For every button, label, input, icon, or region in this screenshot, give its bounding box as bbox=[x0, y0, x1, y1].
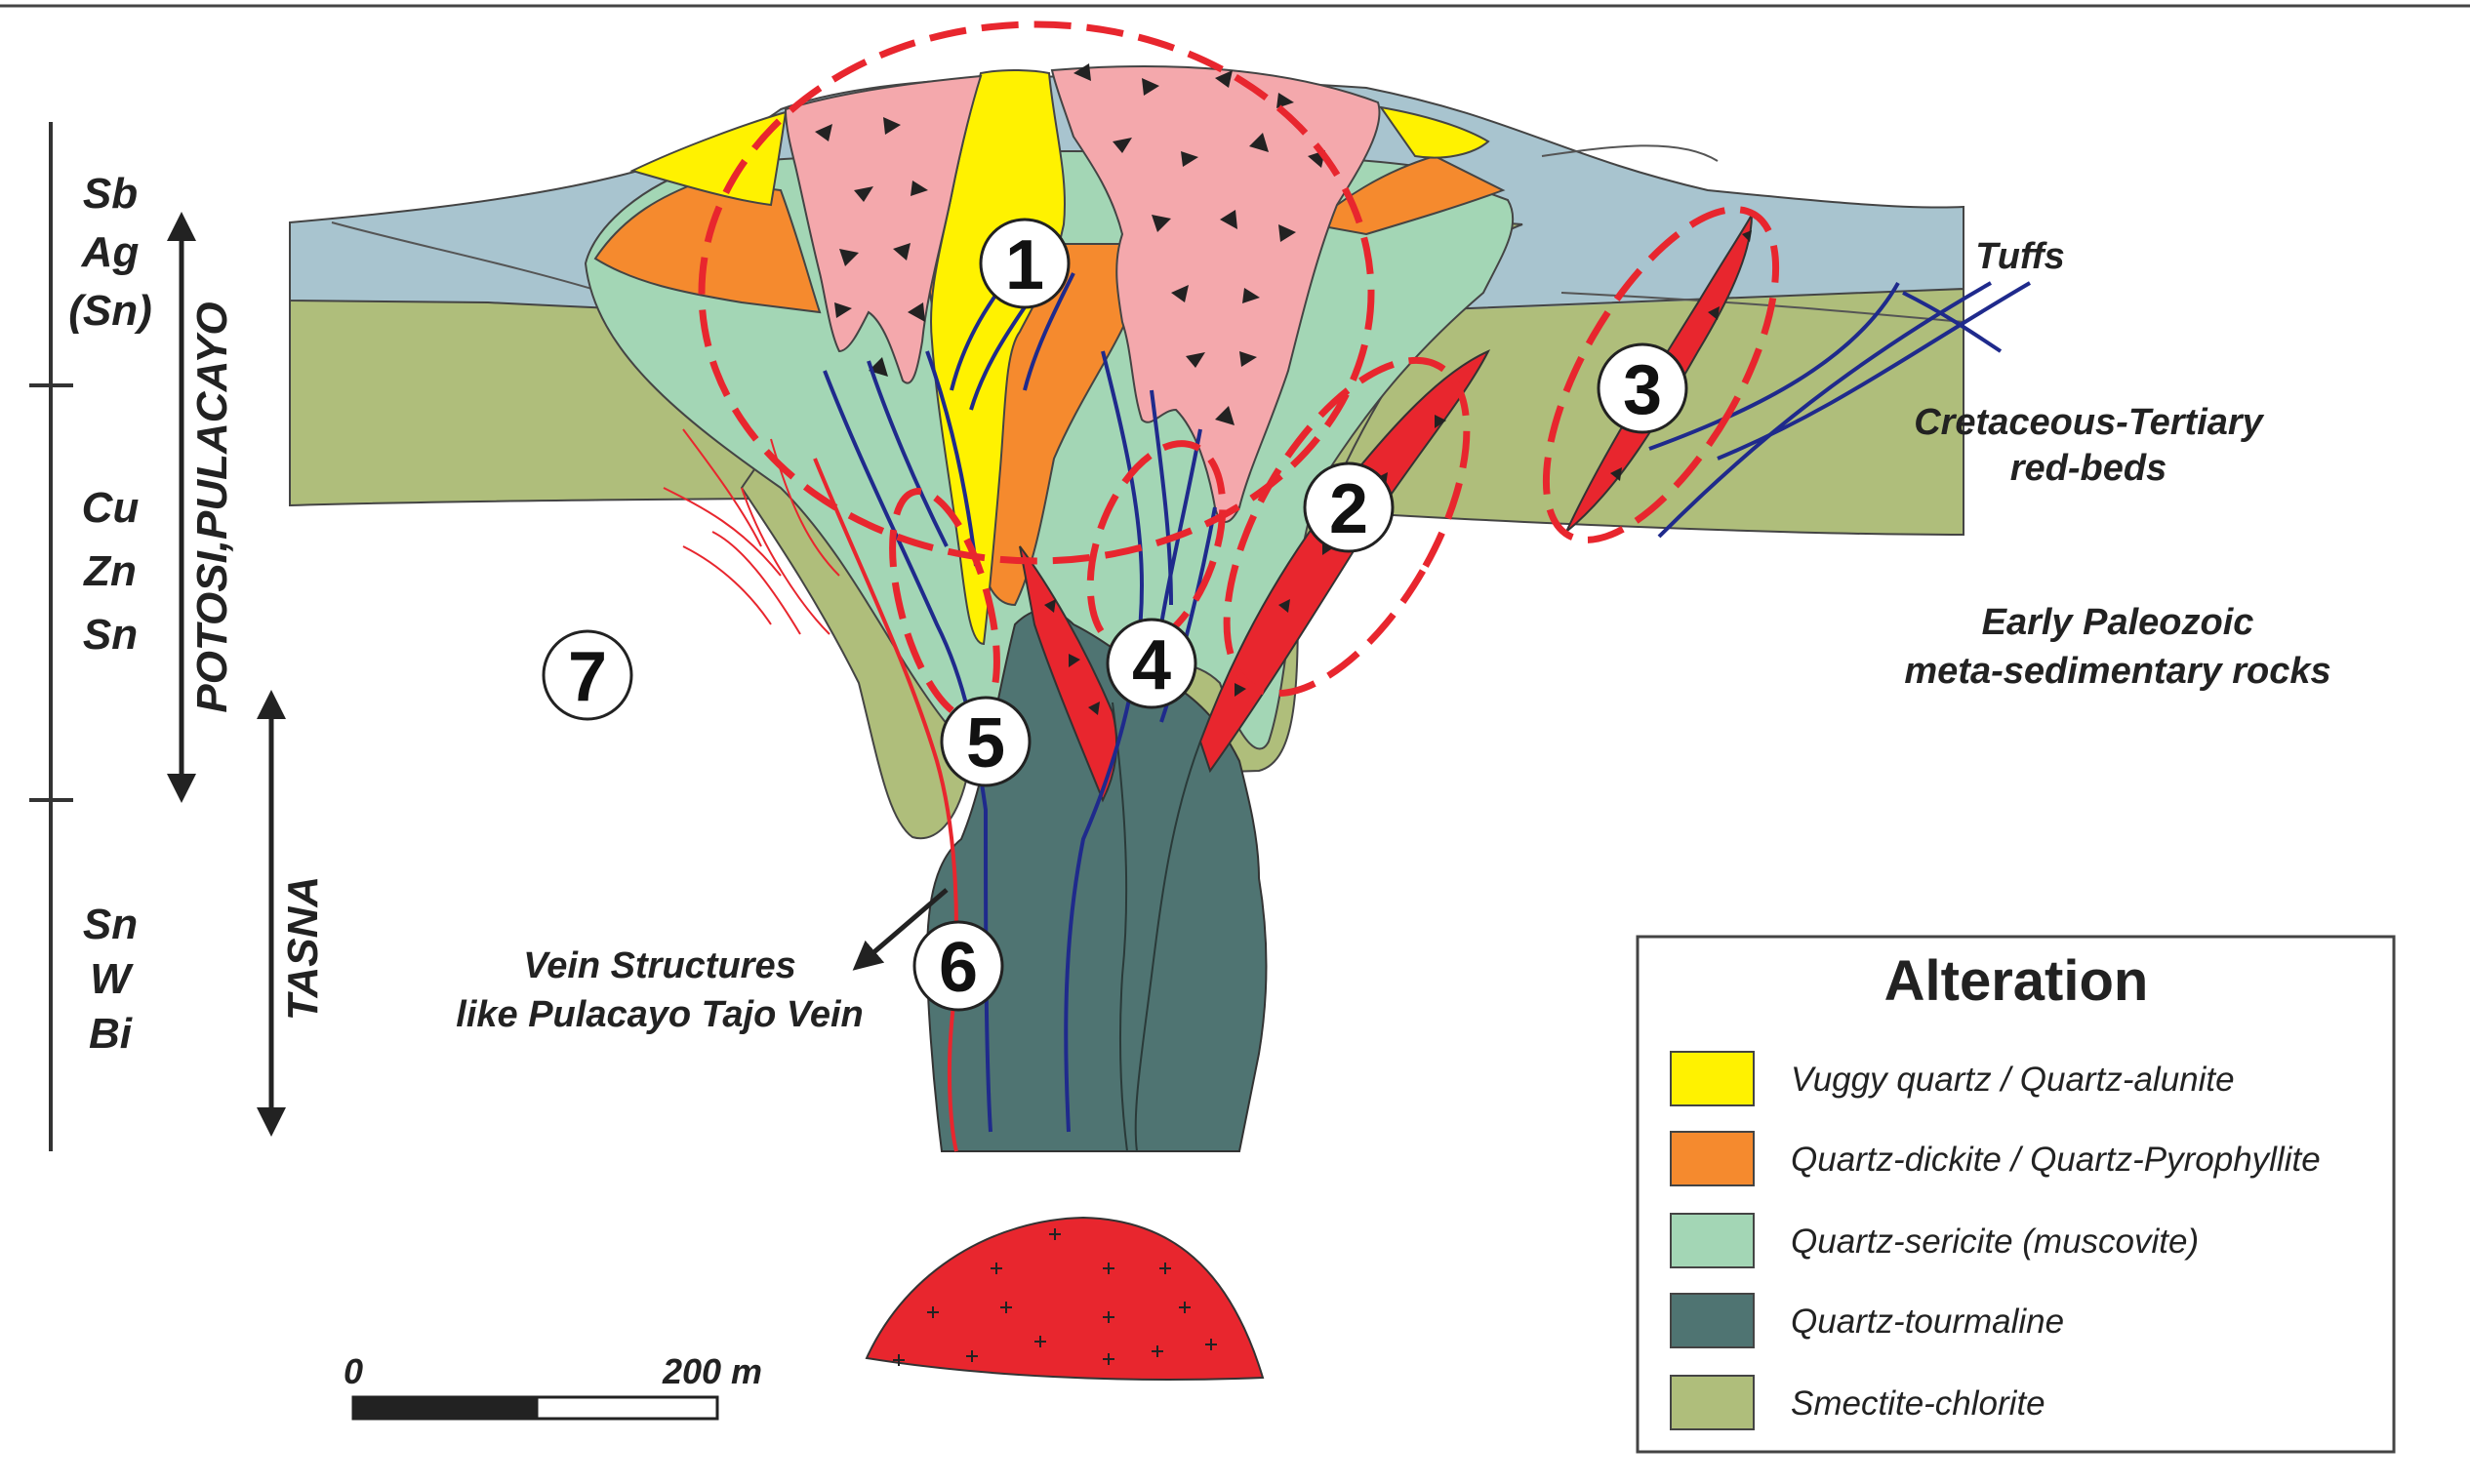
legend-title: Alteration bbox=[1884, 949, 2149, 1013]
metal-zonation-column: Sb Ag (Sn) Cu Zn Sn Sn W Bi bbox=[29, 122, 152, 1151]
legend-label-quartz-dickite: Quartz-dickite / Quartz-Pyrophyllite bbox=[1791, 1141, 2321, 1179]
redbeds-label-line-1: Cretaceous-Tertiary bbox=[1914, 402, 2264, 443]
legend-label-vuggy-quartz: Vuggy quartz / Quartz-alunite bbox=[1791, 1061, 2235, 1099]
metal-zone-2-line-1: Cu bbox=[82, 484, 140, 532]
legend-label-smectite-chlorite: Smectite-chlorite bbox=[1791, 1384, 2045, 1423]
marker-5-label: 5 bbox=[966, 704, 1005, 782]
vein-label-line-2: like Pulacayo Tajo Vein bbox=[456, 994, 863, 1035]
marker-3: 3 bbox=[1599, 344, 1686, 432]
granite-intrusion bbox=[867, 1218, 1263, 1380]
metal-zone-1-line-2: Ag bbox=[81, 228, 140, 276]
legend-label-quartz-sericite: Quartz-sericite (muscovite) bbox=[1791, 1223, 2199, 1261]
legend-swatch-quartz-tourmaline bbox=[1671, 1294, 1754, 1347]
scale-bar-white-segment bbox=[537, 1397, 717, 1419]
metal-zone-1-line-1: Sb bbox=[83, 170, 138, 218]
legend-box bbox=[1638, 937, 2394, 1452]
legend-label-quartz-tourmaline: Quartz-tourmaline bbox=[1791, 1303, 2064, 1341]
tuffs-label: Tuffs bbox=[1975, 236, 2065, 277]
metal-zone-2-line-2: Zn bbox=[82, 547, 137, 595]
metal-zone-1-line-3: (Sn) bbox=[68, 287, 152, 335]
marker-6-label: 6 bbox=[939, 929, 978, 1007]
legend-swatch-quartz-dickite bbox=[1671, 1132, 1754, 1185]
marker-4-label: 4 bbox=[1132, 626, 1171, 704]
legend-swatch-smectite-chlorite bbox=[1671, 1376, 1754, 1429]
metal-zone-2-line-3: Sn bbox=[83, 611, 138, 659]
scale-bar: 0 200 m bbox=[344, 1351, 762, 1419]
metal-zone-3-line-3: Bi bbox=[89, 1010, 133, 1058]
marker-7-label: 7 bbox=[568, 638, 607, 716]
scale-bar-end-label: 200 m bbox=[662, 1351, 762, 1391]
marker-2-label: 2 bbox=[1329, 470, 1368, 548]
legend-swatch-quartz-sericite bbox=[1671, 1214, 1754, 1267]
vein-label-line-1: Vein Structures bbox=[523, 945, 795, 986]
scale-bar-start-label: 0 bbox=[344, 1351, 363, 1391]
marker-2: 2 bbox=[1305, 463, 1393, 551]
alteration-legend: Alteration Vuggy quartz / Quartz-alunite… bbox=[1638, 937, 2394, 1452]
potosi-range-label: POTOSI,PULACAYO bbox=[188, 301, 236, 712]
marker-7: 7 bbox=[544, 631, 631, 719]
marker-1: 1 bbox=[981, 220, 1069, 307]
legend-swatch-vuggy-quartz bbox=[1671, 1052, 1754, 1105]
marker-3-label: 3 bbox=[1623, 351, 1662, 429]
marker-6: 6 bbox=[914, 922, 1002, 1010]
marker-5: 5 bbox=[942, 698, 1030, 785]
paleozoic-label-line-1: Early Paleozoic bbox=[1982, 602, 2254, 643]
metal-zone-3-line-2: W bbox=[90, 955, 134, 1003]
marker-4: 4 bbox=[1108, 620, 1195, 707]
paleozoic-label-line-2: meta-sedimentary rocks bbox=[1904, 651, 2330, 692]
redbeds-label-line-2: red-beds bbox=[2010, 448, 2166, 489]
marker-1-label: 1 bbox=[1005, 226, 1044, 304]
metal-zone-3-line-1: Sn bbox=[83, 901, 138, 948]
scale-bar-black-segment bbox=[353, 1397, 537, 1419]
tasna-range-label: TASNA bbox=[279, 876, 327, 1021]
